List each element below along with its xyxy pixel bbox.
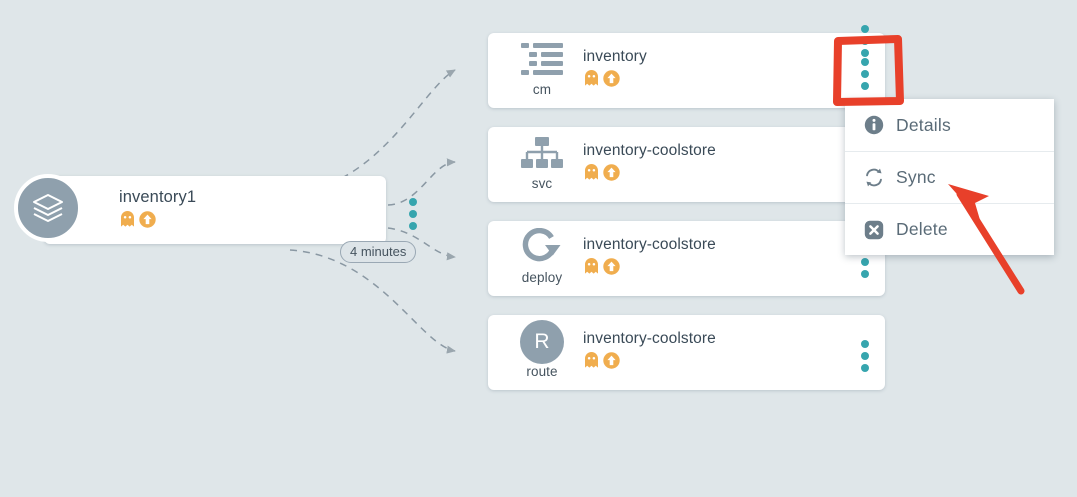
root-node-kebab-menu[interactable] (404, 198, 422, 230)
context-menu-item-delete[interactable]: Delete (845, 203, 1054, 255)
resource-icon-group-route: R route (504, 320, 580, 385)
out-of-sync-arrow-icon (139, 210, 156, 233)
context-menu-label: Details (896, 114, 951, 135)
root-node-title: inventory1 (119, 188, 197, 206)
resource-text-cm: inventory (583, 48, 647, 92)
kebab-dot (409, 222, 417, 230)
layers-stack-icon (14, 174, 82, 242)
resource-context-menu[interactable]: Details Sync (845, 99, 1054, 255)
resource-text-deploy: inventory-coolstore (583, 236, 716, 280)
context-menu-label: Sync (896, 167, 936, 187)
config-map-list-icon (520, 39, 564, 81)
kebab-dot (861, 37, 869, 45)
resource-kebab-menu-cm-dots[interactable] (856, 58, 874, 90)
resource-name-label: inventory (583, 48, 647, 65)
resource-node-route[interactable]: R route inventory-coolstore (488, 315, 885, 390)
delete-x-circle-icon (864, 220, 884, 240)
resource-icon-group-svc: svc (504, 133, 580, 197)
resource-text-svc: inventory-coolstore (583, 142, 716, 186)
resource-status-icons (583, 351, 716, 374)
root-node-text: inventory1 (119, 188, 196, 233)
out-of-sync-arrow-icon (603, 257, 620, 280)
root-node-age-badge: 4 minutes (340, 241, 417, 263)
kebab-dot (861, 25, 869, 33)
ghost-unknown-icon (583, 69, 600, 92)
ghost-unknown-icon (119, 210, 136, 233)
resource-kebab-menu-cm[interactable] (856, 25, 874, 57)
out-of-sync-arrow-icon (603, 351, 620, 374)
out-of-sync-arrow-icon (603, 163, 620, 186)
resource-node-cm[interactable]: cm inventory (488, 25, 885, 108)
resource-icon-group-cm: cm (504, 39, 580, 103)
resource-status-icons (583, 257, 716, 280)
root-node-status-icons (119, 210, 196, 233)
resource-node-deploy[interactable]: deploy inventory-coolstore (488, 221, 885, 296)
resource-name-label: inventory-coolstore (583, 236, 716, 253)
root-application-node[interactable]: inventory1 (14, 174, 417, 244)
kebab-dot (861, 340, 869, 348)
route-letter-glyph: R (520, 320, 564, 364)
resource-text-route: inventory-coolstore (583, 330, 716, 374)
resource-node-svc[interactable]: svc inventory-coolstore (488, 127, 885, 202)
resource-status-icons (583, 163, 716, 186)
kebab-dot (861, 270, 869, 278)
kebab-dot (861, 58, 869, 66)
ghost-unknown-icon (583, 163, 600, 186)
context-menu-item-sync[interactable]: Sync (845, 151, 1054, 203)
service-sitemap-icon (520, 133, 564, 175)
resource-kind-label: deploy (521, 270, 563, 285)
ghost-unknown-icon (583, 351, 600, 374)
resource-icon-group-deploy: deploy (504, 227, 580, 291)
root-node-card[interactable] (44, 176, 386, 244)
context-menu-item-details[interactable]: Details (845, 99, 1054, 151)
kebab-dot (861, 49, 869, 57)
info-circle-icon (864, 115, 884, 135)
resource-kind-label: cm (532, 82, 552, 97)
kebab-dot (409, 210, 417, 218)
kebab-dot (861, 82, 869, 90)
resource-kebab-menu-route[interactable] (856, 340, 874, 372)
kebab-dot (861, 364, 869, 372)
resource-kind-label: svc (531, 176, 553, 191)
kebab-dot (861, 258, 869, 266)
resource-status-icons (583, 69, 647, 92)
resource-name-label: inventory-coolstore (583, 142, 716, 159)
resource-kind-label: route (526, 364, 558, 379)
kebab-dot (861, 352, 869, 360)
deployment-rotate-icon (520, 227, 564, 269)
sync-refresh-icon (864, 168, 884, 188)
kebab-dot (409, 198, 417, 206)
resource-name-label: inventory-coolstore (583, 330, 716, 347)
route-letter-icon: R (520, 320, 564, 364)
kebab-dot (861, 70, 869, 78)
ghost-unknown-icon (583, 257, 600, 280)
context-menu-label: Delete (896, 219, 948, 239)
out-of-sync-arrow-icon (603, 69, 620, 92)
